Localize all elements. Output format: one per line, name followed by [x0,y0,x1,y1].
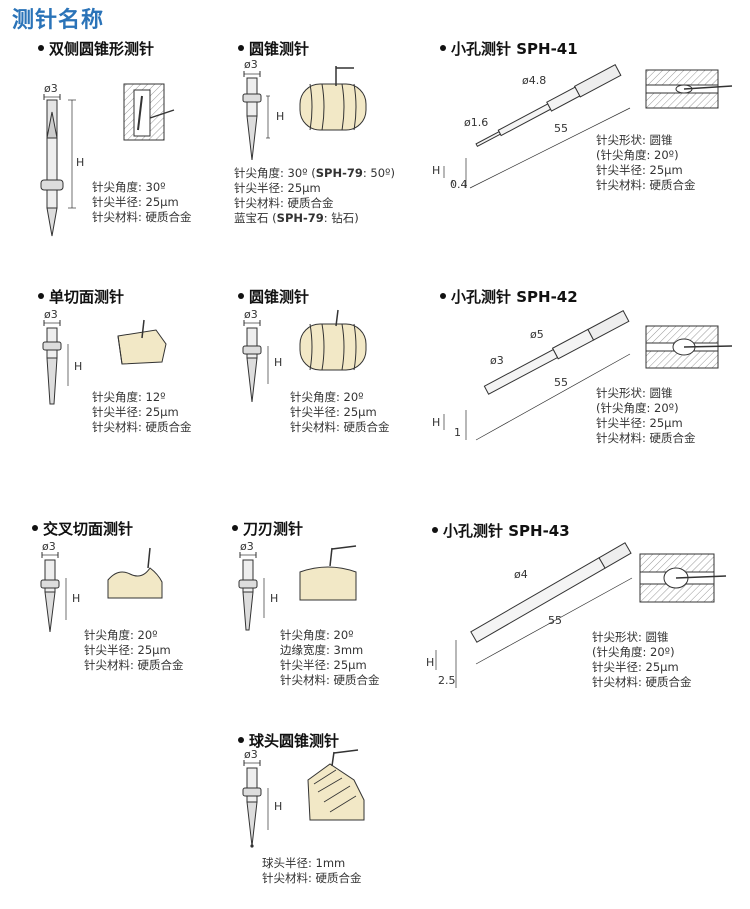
single-cut-stylus-diagram: ø3 H [42,308,167,405]
section-title: 交叉切面测针 [32,518,133,539]
ball-cone-stylus-section: 球头圆锥测针 ø3 H 球头半径: 1mm 针尖材料: 硬质合金 [238,730,438,900]
spec-list: 针尖角度: 30º (SPH-79: 50º) 针尖半径: 25μm 针尖材料:… [234,166,395,225]
page-title: 测针名称 [12,8,105,33]
svg-text:H: H [270,592,278,605]
knife-edge-stylus-diagram: ø3 H [238,540,357,631]
sph43-diagram: ø4 55 H 2.5 [426,542,727,688]
spec-list: 针尖形状: 圆锥 (针尖角度: 20º) 针尖半径: 25μm 针尖材料: 硬质… [592,630,692,689]
spec-list: 针尖角度: 12º 针尖半径: 25μm 针尖材料: 硬质合金 [92,390,192,434]
svg-text:H: H [432,416,440,429]
spec-list: 针尖形状: 圆锥 (针尖角度: 20º) 针尖半径: 25μm 针尖材料: 硬质… [596,386,696,445]
svg-text:ø3: ø3 [244,308,258,321]
spec-list: 针尖角度: 30º 针尖半径: 25μm 针尖材料: 硬质合金 [92,180,192,224]
sph42-diagram: ø5 ø3 55 H 1 [432,310,733,441]
svg-text:ø4: ø4 [514,568,528,581]
sph43-section: 小孔测针 SPH-43 ø4 55 H 2.5 针尖形状: 圆锥 (针尖角度: … [426,520,742,710]
svg-text:ø3: ø3 [42,540,56,553]
svg-text:H: H [432,164,440,177]
svg-text:ø3: ø3 [244,748,258,761]
svg-text:H: H [274,800,282,813]
svg-text:ø3: ø3 [240,540,254,553]
spec-list: 球头半径: 1mm 针尖材料: 硬质合金 [262,856,362,885]
cross-cut-stylus-section: 交叉切面测针 ø3 H 针尖角度: 20º 针尖半径: 25μm 针尖材料: 硬… [32,518,232,688]
cone-stylus-diagram: ø3 H [242,58,367,161]
svg-text:H: H [276,110,284,123]
cone-stylus-diagram: ø3 H [242,308,367,403]
spec-list: 针尖角度: 20º 针尖半径: 25μm 针尖材料: 硬质合金 [290,390,390,434]
section-title: 圆锥测针 [238,286,309,307]
svg-text:0.4: 0.4 [450,178,468,191]
sph42-section: 小孔测针 SPH-42 ø5 ø3 55 H 1 针尖形状: 圆锥 (针尖角度:… [432,286,740,456]
section-title: 圆锥测针 [238,38,309,59]
svg-text:H: H [74,360,82,373]
spec-list: 针尖角度: 20º 针尖半径: 25μm 针尖材料: 硬质合金 [84,628,184,672]
svg-text:ø3: ø3 [490,354,504,367]
svg-text:H: H [426,656,434,669]
section-title: 小孔测针 SPH-42 [440,286,578,307]
cone-stylus-b-section: 圆锥测针 ø3 H 针尖角度: 20º 针尖半径: 25μm 针尖材料: 硬质合… [238,286,418,456]
svg-text:H: H [274,356,282,369]
svg-text:55: 55 [554,376,568,389]
section-title: 单切面测针 [38,286,124,307]
dim-len: 55 [554,122,568,135]
sph41-diagram: ø4.8 ø1.6 55 H 0.4 [432,64,733,191]
ball-cone-stylus-diagram: ø3 H [242,748,365,848]
svg-text:H: H [72,592,80,605]
svg-text:ø5: ø5 [530,328,544,341]
svg-text:ø3: ø3 [244,58,258,71]
sph41-section: 小孔测针 SPH-41 ø4.8 ø1.6 55 H 0.4 针尖形状: 圆锥 … [432,38,740,238]
section-title: 球头圆锥测针 [238,730,339,751]
cross-cut-stylus-diagram: ø3 H [40,540,163,633]
double-cone-stylus-diagram: ø3 H [40,82,175,237]
dim-d3: ø3 [44,82,58,95]
spec-list: 针尖形状: 圆锥 (针尖角度: 20º) 针尖半径: 25μm 针尖材料: 硬质… [596,133,696,192]
knife-edge-stylus-section: 刀刃测针 ø3 H 针尖角度: 20º 边缘宽度: 3mm 针尖半径: 25μm… [232,518,422,708]
cone-stylus-a-section: 圆锥测针 ø3 H 针尖角度: 30º (SPH-79: 50º) 针尖半径: … [234,38,418,238]
dim-d16: ø1.6 [464,116,488,129]
svg-text:ø3: ø3 [44,308,58,321]
svg-text:1: 1 [454,426,461,439]
dim-h: H [76,156,84,169]
double-cone-stylus-section: 双侧圆锥形测针 ø3 H 针尖角度: 30º 针尖半径: 25μm 针尖材料: … [38,38,228,238]
section-title: 小孔测针 SPH-41 [440,38,578,59]
section-title: 小孔测针 SPH-43 [432,520,570,541]
section-title: 刀刃测针 [232,518,303,539]
single-cut-stylus-section: 单切面测针 ø3 H 针尖角度: 12º 针尖半径: 25μm 针尖材料: 硬质… [38,286,228,456]
svg-text:2.5: 2.5 [438,674,456,687]
dim-d48: ø4.8 [522,74,546,87]
section-title: 双侧圆锥形测针 [38,38,154,59]
spec-list: 针尖角度: 20º 边缘宽度: 3mm 针尖半径: 25μm 针尖材料: 硬质合… [280,628,380,687]
